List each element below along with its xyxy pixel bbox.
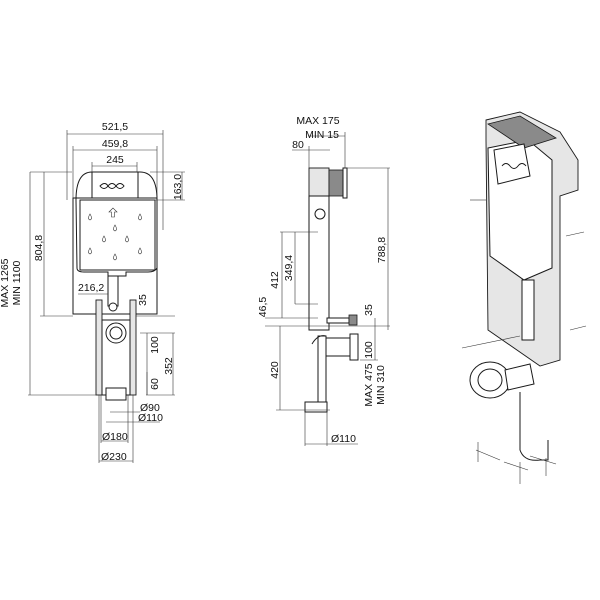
waste-pipe [105, 387, 127, 401]
dim-dia-110: Ø110 [138, 412, 163, 424]
dim-min-1100: MIN 1100 [11, 260, 23, 305]
waste-pipe-side [304, 401, 328, 413]
side-frame [308, 195, 330, 331]
frame [72, 197, 158, 315]
flush-plate-side [342, 167, 348, 199]
dim-35: 35 [137, 294, 149, 306]
outlet-bore [109, 326, 123, 340]
dim-max-1265: MAX 1265 [0, 258, 11, 307]
valve [314, 208, 326, 220]
dim-35-side: 35 [363, 304, 375, 316]
dim-245: 245 [106, 154, 124, 166]
flush-pipe [107, 275, 119, 307]
dim-804-8: 804,8 [33, 235, 45, 261]
water-drop-icons [88, 207, 142, 261]
right-leg [129, 299, 137, 396]
dim-412: 412 [269, 271, 281, 289]
dim-min-310: MIN 310 [375, 365, 387, 405]
inlet [108, 302, 118, 312]
iso-top [487, 115, 557, 149]
dim-dia-180: Ø180 [102, 431, 128, 443]
dim-46-5: 46,5 [257, 297, 269, 318]
iso-flush-plate [493, 143, 531, 185]
tank-front [79, 199, 156, 271]
iso-fixings [461, 199, 587, 484]
dim-420: 420 [269, 361, 281, 379]
dim-216-2: 216,2 [78, 282, 104, 294]
inlet-pipe-side [326, 317, 350, 324]
dim-459-8: 459,8 [102, 138, 128, 150]
dim-max-175: MAX 175 [296, 115, 339, 127]
side-dimension-lines [265, 132, 390, 446]
dim-min-15: MIN 15 [305, 129, 339, 141]
iso-waste-pipe [519, 392, 549, 461]
iso-connector-bore [477, 368, 503, 392]
dim-163: 163,0 [172, 174, 184, 200]
dim-521-5: 521,5 [102, 121, 128, 133]
pan-connector-side [325, 337, 351, 357]
front-view: 521,5 459,8 245 163,0 804,8 MAX 1265 MIN… [0, 121, 185, 463]
dim-dia-90: Ø90 [140, 402, 160, 414]
dim-349-4: 349,4 [283, 255, 295, 281]
dim-max-475: MAX 475 [363, 363, 375, 406]
isometric-view [461, 111, 587, 484]
dim-dia-110-side: Ø110 [331, 433, 356, 445]
left-leg [95, 299, 103, 396]
dim-788-8: 788,8 [376, 237, 388, 263]
dim-60: 60 [149, 378, 161, 390]
waste-bend [311, 335, 327, 411]
dim-100-side: 100 [363, 341, 375, 359]
inlet-valve [348, 314, 358, 326]
iso-flush-logo-icon [501, 163, 527, 169]
front-dimension-lines [28, 130, 185, 463]
iso-flush-pipe [521, 279, 535, 341]
connector-flange [349, 333, 359, 361]
side-view: MAX 175 MIN 15 80 412 349,4 788,8 46,5 3… [257, 115, 390, 446]
flush-logo-icon [99, 183, 125, 189]
dim-352: 352 [163, 357, 175, 375]
iso-connector-pipe [504, 363, 535, 391]
dim-80: 80 [292, 139, 304, 151]
dim-dia-230: Ø230 [101, 451, 127, 463]
cistern-top [308, 167, 330, 197]
dim-100: 100 [149, 336, 161, 354]
flush-button-spacer [328, 169, 344, 197]
